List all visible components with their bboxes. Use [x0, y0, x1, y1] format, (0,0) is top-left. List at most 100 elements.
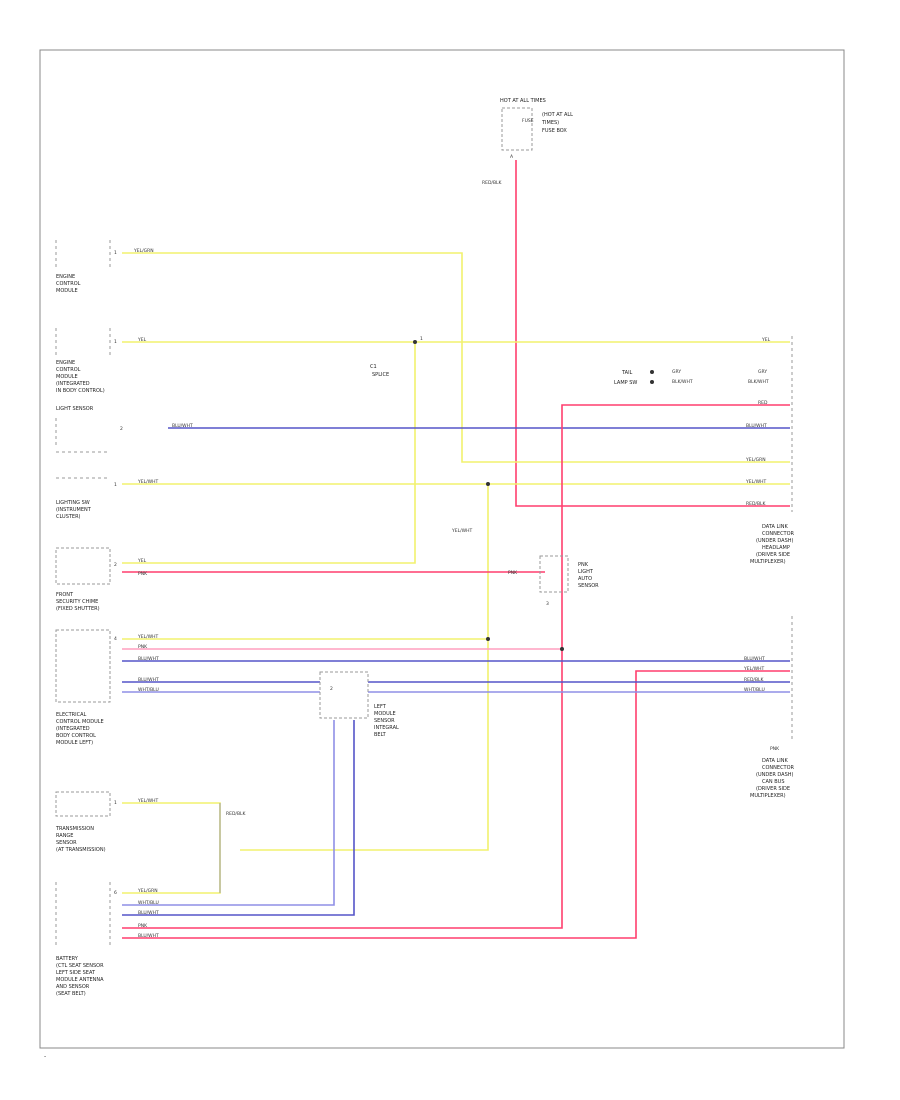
component-label: RANGE: [56, 833, 73, 839]
connector-wire-label: YEL/WHT: [743, 666, 764, 672]
splice-dot: [486, 482, 490, 486]
connector-wire-label: RED: [758, 400, 768, 406]
component-label: TRANSMISSION: [55, 826, 94, 832]
component-engine-control-module-integrated: ENGINE CONTROL MODULE (INTEGRATED IN BOD…: [55, 328, 147, 394]
wire-label: BLU/WHT: [138, 910, 159, 916]
indicator-dot: [650, 380, 654, 384]
component-electrical-control-module: ELECTRICAL CONTROL MODULE (INTEGRATED BO…: [55, 629, 159, 746]
component-body: [55, 791, 111, 817]
wire-yellow-splice: [122, 342, 416, 564]
wire-red-long: [122, 404, 790, 929]
wire-label: BLU/WHT: [138, 933, 159, 939]
diagram-border: [39, 49, 845, 1049]
component-battery-seat-module: BATTERY (CTL SEAT SENSOR LEFT SIDE SEAT …: [55, 882, 159, 997]
component-label: ENGINE: [56, 360, 75, 366]
component-transmission-range-sensor: TRANSMISSION RANGE SENSOR (AT TRANSMISSI…: [55, 791, 158, 853]
center-module-label: MODULE: [374, 711, 396, 717]
component-label: BODY CONTROL: [56, 733, 96, 739]
wire-label: BLU/WHT: [172, 423, 193, 429]
wire-label: YEL/WHT: [137, 634, 158, 640]
component-label: (INTEGRATED: [56, 726, 90, 732]
wire-label-trs-gray: RED/BLK: [226, 811, 247, 817]
component-pin: 2: [120, 426, 123, 432]
wire-label: YEL: [137, 337, 147, 343]
component-label: (FIXED SHUTTER): [56, 606, 100, 612]
splice-label: C1: [370, 364, 377, 370]
wire-label-vertical-yellow: YEL/WHT: [451, 528, 472, 534]
component-label: CONTROL: [56, 281, 81, 287]
wire-label: BLU/WHT: [138, 656, 159, 662]
right-connector-1: TAIL LAMP SW GRY BLK/WHT YEL GRY BLK/WHT…: [614, 336, 795, 565]
component-label: MODULE ANTENNA: [56, 977, 104, 983]
wire-label: WHT/BLU: [138, 687, 159, 693]
component-label: IN BODY CONTROL): [56, 388, 105, 394]
component-pin: 1: [114, 800, 117, 806]
splice-pin: 1: [420, 336, 423, 342]
connector-label: CAN BUS: [762, 779, 785, 785]
wire-label: PNK: [138, 644, 148, 650]
indicator-wire: GRY: [672, 369, 681, 375]
connector-label: (DRIVER SIDE: [756, 786, 790, 792]
center-module-body: [319, 671, 369, 719]
wire-yellow-green-1: [122, 252, 790, 463]
relay-pin: 3: [546, 601, 549, 607]
center-module-label: LEFT: [374, 704, 387, 710]
wire-blue-module-leg-1: [122, 720, 335, 906]
splice-dot: [486, 637, 490, 641]
fuse-pin: A: [510, 154, 514, 160]
relay-label: PNK: [578, 562, 589, 568]
relay-label: SENSOR: [578, 583, 599, 589]
connector-label: CONNECTOR: [762, 531, 795, 537]
component-label: FRONT: [56, 592, 74, 598]
fuse-wire-label: RED/BLK: [482, 180, 503, 186]
connector-label: MULTIPLEXER): [750, 793, 786, 799]
wire-label: YEL/GRN: [133, 248, 154, 254]
component-light-sensor: LIGHT SENSOR 2 BLU/WHT: [55, 406, 193, 453]
wire-label: WHT/BLU: [138, 900, 159, 906]
component-label: CLUSTER): [56, 514, 81, 520]
indicator-dot: [650, 370, 654, 374]
connector-label: (UNDER DASH): [756, 538, 794, 544]
connector-wire-label: BLK/WHT: [748, 379, 769, 385]
connector-label: (DRIVER SIDE: [756, 552, 790, 558]
component-body: [55, 629, 111, 703]
relay-label: AUTO: [578, 576, 592, 582]
center-module-label: BELT: [374, 732, 387, 738]
center-module-label: INTEGRAL: [374, 725, 399, 731]
relay-light-sensor: PNK PNK LIGHT AUTO SENSOR 3: [508, 555, 599, 607]
indicator-label: LAMP SW: [614, 380, 637, 386]
wire-label: YEL/WHT: [137, 479, 158, 485]
connector-label: CONNECTOR: [762, 765, 795, 771]
component-label: (INSTRUMENT: [56, 507, 92, 513]
indicator-wire: BLK/WHT: [672, 379, 693, 385]
splice-label: SPLICE: [372, 372, 389, 378]
connector-label: DATA LINK: [762, 758, 788, 764]
component-pin: 4: [114, 636, 117, 642]
component-label: CONTROL: [56, 367, 81, 373]
fuse-box-title: HOT AT ALL TIMES: [500, 98, 546, 104]
component-label: LEFT SIDE SEAT: [56, 970, 96, 976]
wire-blue-module-leg-2: [122, 720, 355, 916]
connector-wire-label: BLU/WHT: [746, 423, 767, 429]
component-label: (SEAT BELT): [56, 991, 86, 997]
component-lighting-switch: LIGHTING SW (INSTRUMENT CLUSTER) 1 YEL/W…: [56, 477, 158, 520]
connector-label: (UNDER DASH): [756, 772, 794, 778]
component-label: ENGINE: [56, 274, 75, 280]
component-pin: 6: [114, 890, 117, 896]
component-label: ELECTRICAL: [56, 712, 87, 718]
connector-wire-label: RED/BLK: [744, 677, 765, 683]
component-label: (INTEGRATED: [56, 381, 90, 387]
component-front-security-chime: FRONT SECURITY CHIME (FIXED SHUTTER) 2 Y…: [55, 547, 148, 612]
fuse-box: HOT AT ALL TIMES FUSE (HOT AT ALL TIMES)…: [482, 98, 573, 186]
wire-red-fuse: [515, 160, 790, 507]
component-body: [55, 547, 111, 585]
component-label: MODULE: [56, 288, 78, 294]
connector-wire-label: YEL/WHT: [745, 479, 766, 485]
fuse-box-line-2: TIMES): [541, 120, 559, 126]
connector-wire-label: GRY: [758, 369, 767, 375]
connector-wire-label: PNK: [770, 746, 780, 752]
connector-label: HEADLAMP: [762, 545, 790, 551]
connector-wire-label: YEL/GRN: [745, 457, 766, 463]
component-pin: 1: [114, 339, 117, 345]
indicator-label: TAIL: [621, 370, 633, 376]
